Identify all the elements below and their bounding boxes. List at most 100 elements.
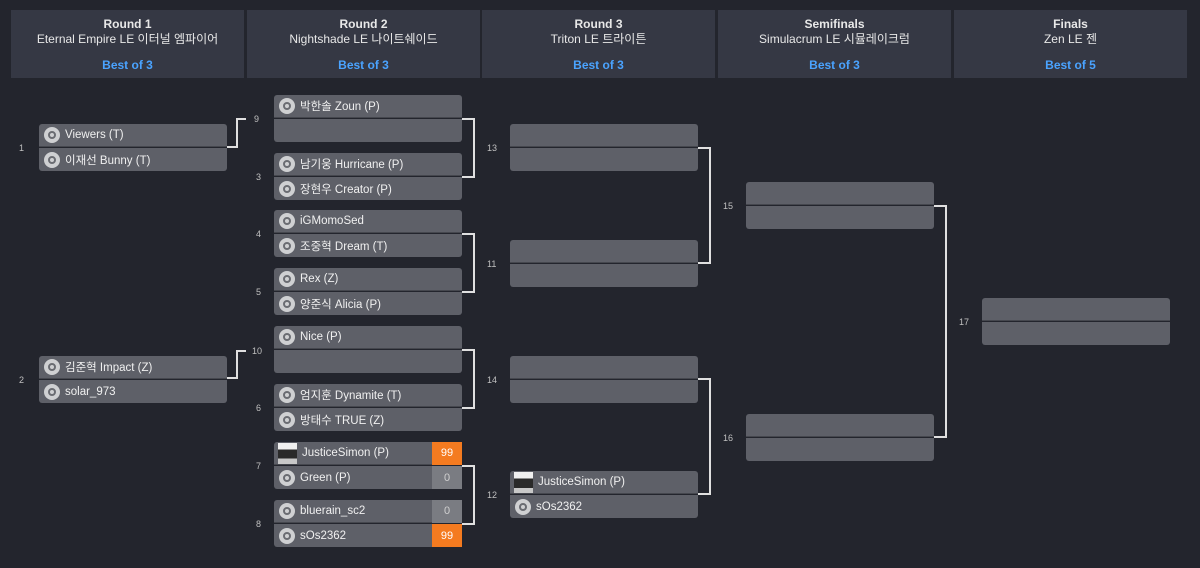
bracket-connector bbox=[934, 205, 946, 207]
match-14-player-2[interactable] bbox=[510, 380, 698, 403]
match-2-player-2[interactable]: solar_973 bbox=[39, 380, 227, 403]
race-icon bbox=[44, 127, 60, 143]
match-number: 11 bbox=[487, 259, 497, 269]
match-16-player-2[interactable] bbox=[746, 438, 934, 461]
match-16-player-1[interactable] bbox=[746, 414, 934, 437]
round-header-1: Round 1 Eternal Empire LE 이터널 엠파이어 Best … bbox=[11, 10, 244, 78]
match-4-player-1[interactable]: iGMomoSed bbox=[274, 210, 462, 233]
race-icon bbox=[44, 359, 60, 375]
match-3-player-2[interactable]: 장현우 Creator (P) bbox=[274, 177, 462, 200]
match-6-player-2[interactable]: 방태수 TRUE (Z) bbox=[274, 408, 462, 431]
race-icon bbox=[279, 295, 295, 312]
match-8-player-2[interactable]: sOs2362 99 bbox=[274, 524, 462, 547]
match-9-player-2[interactable] bbox=[274, 119, 462, 142]
player-avatar bbox=[278, 442, 297, 464]
match-14-player-1[interactable] bbox=[510, 356, 698, 379]
match-number: 10 bbox=[252, 346, 263, 356]
bracket-connector bbox=[462, 176, 474, 178]
race-icon bbox=[44, 151, 60, 168]
match-number: 13 bbox=[487, 143, 498, 153]
bracket-connector bbox=[473, 349, 475, 409]
player-name: 박한솔 Zoun (P) bbox=[300, 101, 380, 113]
match-15-player-1[interactable] bbox=[746, 182, 934, 205]
player-name: bluerain_sc2 bbox=[300, 505, 366, 517]
match-5-player-2[interactable]: 양준식 Alicia (P) bbox=[274, 292, 462, 315]
match-10-player-2[interactable] bbox=[274, 350, 462, 373]
player-name: 장현우 Creator (P) bbox=[300, 183, 392, 196]
round-title: Round 3 bbox=[574, 17, 623, 31]
bracket-connector bbox=[709, 378, 711, 495]
match-3-player-1[interactable]: 남기웅 Hurricane (P) bbox=[274, 153, 462, 176]
player-name: Rex (Z) bbox=[300, 273, 339, 285]
bracket-connector bbox=[462, 118, 474, 120]
bracket-connector bbox=[945, 205, 947, 438]
race-icon bbox=[279, 156, 295, 172]
match-5-player-1[interactable]: Rex (Z) bbox=[274, 268, 462, 291]
match-8-player-1[interactable]: bluerain_sc2 0 bbox=[274, 499, 462, 523]
bracket-connector bbox=[698, 493, 710, 495]
bracket-connector bbox=[236, 350, 238, 379]
match-number: 3 bbox=[256, 172, 262, 182]
player-name: Nice (P) bbox=[300, 331, 342, 343]
match-9-player-1[interactable]: 박한솔 Zoun (P) bbox=[274, 95, 462, 118]
race-icon bbox=[279, 237, 295, 254]
score-badge: 0 bbox=[432, 466, 462, 489]
race-icon bbox=[279, 98, 295, 114]
match-11-player-2[interactable] bbox=[510, 264, 698, 287]
match-13-player-1[interactable] bbox=[510, 124, 698, 147]
bracket-connector bbox=[698, 147, 710, 149]
match-7-player-1[interactable]: JusticeSimon (P) 99 bbox=[274, 441, 462, 465]
bracket-connector bbox=[698, 262, 710, 264]
bracket-connector bbox=[227, 146, 237, 148]
match-17-player-1[interactable] bbox=[982, 298, 1170, 321]
player-name: JusticeSimon (P) bbox=[538, 476, 625, 488]
match-1-player-2[interactable]: 이재선 Bunny (T) bbox=[39, 148, 227, 171]
bracket-connector bbox=[473, 233, 475, 293]
player-name: solar_973 bbox=[65, 385, 116, 398]
round-best-of[interactable]: Best of 5 bbox=[1045, 58, 1096, 72]
player-avatar bbox=[514, 471, 533, 493]
race-icon bbox=[279, 271, 295, 287]
round-best-of[interactable]: Best of 3 bbox=[573, 58, 624, 72]
round-map: Eternal Empire LE 이터널 엠파이어 bbox=[36, 32, 219, 46]
race-icon bbox=[279, 387, 295, 403]
round-best-of[interactable]: Best of 3 bbox=[102, 58, 153, 72]
match-15-player-2[interactable] bbox=[746, 206, 934, 229]
match-1-player-1[interactable]: Viewers (T) bbox=[39, 124, 227, 147]
score-badge: 0 bbox=[432, 499, 462, 523]
player-name: 엄지훈 Dynamite (T) bbox=[300, 390, 402, 402]
bracket-connector bbox=[462, 233, 474, 235]
round-best-of[interactable]: Best of 3 bbox=[338, 58, 389, 72]
match-6-player-1[interactable]: 엄지훈 Dynamite (T) bbox=[274, 384, 462, 407]
race-icon bbox=[279, 180, 295, 197]
round-map: Simulacrum LE 시뮬레이크럼 bbox=[759, 32, 910, 46]
race-icon bbox=[44, 383, 60, 400]
bracket-connector bbox=[236, 118, 238, 148]
player-name: 김준혁 Impact (Z) bbox=[65, 362, 153, 374]
round-header-semifinals: Semifinals Simulacrum LE 시뮬레이크럼 Best of … bbox=[718, 10, 951, 78]
match-13-player-2[interactable] bbox=[510, 148, 698, 171]
round-best-of[interactable]: Best of 3 bbox=[809, 58, 860, 72]
match-17-player-2[interactable] bbox=[982, 322, 1170, 345]
player-name: iGMomoSed bbox=[300, 215, 364, 227]
match-number: 15 bbox=[723, 201, 734, 211]
match-number: 6 bbox=[256, 403, 262, 413]
round-map: Zen LE 젠 bbox=[1043, 32, 1098, 46]
match-11-player-1[interactable] bbox=[510, 240, 698, 263]
bracket-connector bbox=[236, 350, 246, 352]
race-icon bbox=[279, 329, 295, 345]
match-7-player-2[interactable]: Green (P) 0 bbox=[274, 466, 462, 489]
player-name: sOs2362 bbox=[536, 500, 583, 513]
match-12-player-2[interactable]: sOs2362 bbox=[510, 495, 698, 518]
match-4-player-2[interactable]: 조중혁 Dream (T) bbox=[274, 234, 462, 257]
bracket-connector bbox=[934, 436, 946, 438]
match-number: 9 bbox=[254, 114, 260, 124]
match-2-player-1[interactable]: 김준혁 Impact (Z) bbox=[39, 356, 227, 379]
match-10-player-1[interactable]: Nice (P) bbox=[274, 326, 462, 349]
bracket-connector bbox=[462, 291, 474, 293]
race-icon bbox=[279, 213, 295, 229]
race-icon bbox=[279, 411, 295, 428]
match-12-player-1[interactable]: JusticeSimon (P) bbox=[510, 471, 698, 494]
match-number: 4 bbox=[256, 229, 262, 239]
player-name: 방태수 TRUE (Z) bbox=[300, 414, 385, 427]
